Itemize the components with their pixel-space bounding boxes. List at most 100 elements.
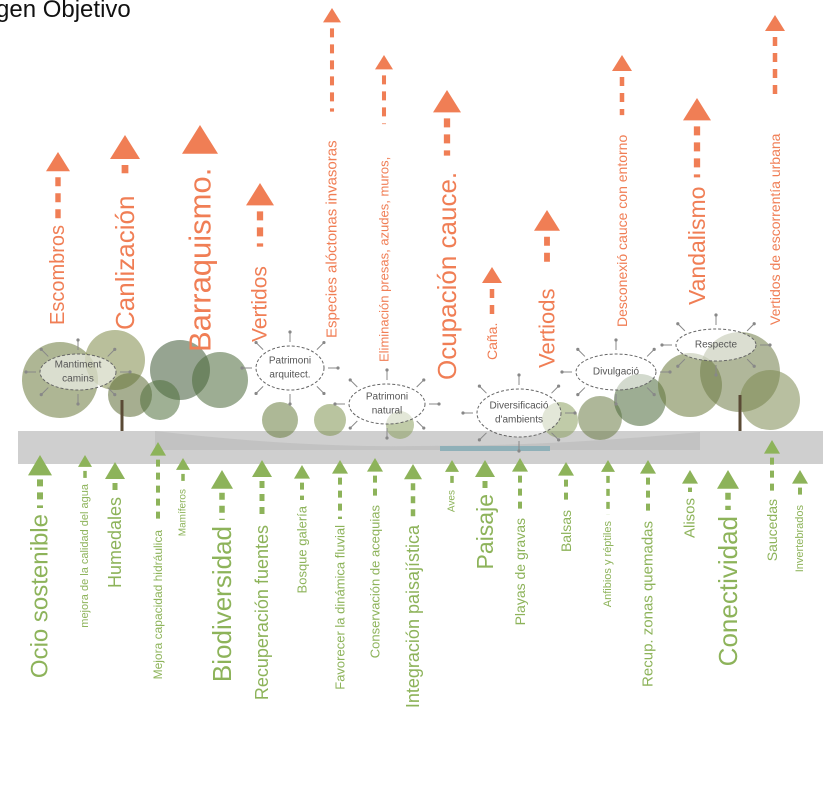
- threat-label: Vertidos: [249, 266, 272, 342]
- bubble-ray-tip: [39, 347, 43, 351]
- bubble-ray-tip: [660, 343, 664, 347]
- bubble-ray-tip: [322, 340, 326, 345]
- objective-arrowhead: [150, 442, 166, 456]
- bubble-ray-tip: [556, 384, 561, 388]
- objective-label: Recuperación fuentes: [252, 525, 272, 700]
- bubble-ray: [40, 349, 49, 357]
- bubble-label: natural: [372, 406, 403, 417]
- objective-label: Balsas: [558, 510, 574, 552]
- bubble-ray-tip: [254, 391, 258, 396]
- objective-item: Saucedas: [764, 440, 780, 561]
- threat-label: Escombros: [47, 225, 69, 325]
- bubble-ray: [349, 379, 358, 388]
- objective-label: Aves: [447, 490, 458, 512]
- threat-label: Vertiods: [535, 289, 560, 369]
- bubble-ray: [551, 385, 559, 394]
- bubble-ray-tip: [477, 438, 482, 442]
- bubble-ray-tip: [385, 368, 389, 372]
- bubble-ray: [677, 358, 686, 367]
- objective-label: mejora de la calidad del agua: [79, 483, 91, 628]
- objective-label: Invertebrados: [794, 505, 806, 573]
- bubble-outline: [575, 353, 657, 391]
- threat-label: Caña.: [484, 323, 500, 360]
- tree-canopy: [192, 352, 248, 408]
- objective-label: Mejora capacidad hidráulica: [151, 530, 165, 680]
- bubble-ray-tip: [556, 438, 561, 442]
- bubble-outline: [348, 383, 426, 425]
- bubble-ray-tip: [336, 366, 340, 370]
- objective-arrowhead: [367, 458, 383, 472]
- bubble-ray: [646, 349, 655, 357]
- objective-arrowhead: [252, 460, 272, 477]
- bubble-ray-tip: [322, 391, 326, 396]
- bubble-ray-tip: [76, 402, 80, 406]
- bubble-label: Mantiment: [55, 360, 102, 371]
- threat-arrowhead: [46, 152, 70, 172]
- threat-label: Vertidos de escorrentía urbana: [767, 133, 783, 325]
- threat-label: Vandalismo: [684, 187, 710, 305]
- threat-arrowhead: [482, 267, 502, 283]
- threat-label: Ocupación cauce.: [432, 172, 462, 380]
- bubble-ray-tip: [752, 322, 756, 326]
- bubble-ray-tip: [254, 340, 258, 345]
- bubble-ray: [577, 387, 586, 395]
- bubble-label: Divulgació: [593, 367, 640, 378]
- objective-arrowhead: [764, 440, 780, 454]
- threat-item: Caña.: [482, 267, 502, 360]
- bubble-ray-tip: [676, 364, 680, 368]
- bubble-ray-tip: [348, 426, 352, 430]
- bubble-label: camins: [62, 374, 94, 385]
- objective-label: Bosque galería: [295, 505, 310, 593]
- objective-label: Conectividad: [713, 516, 743, 666]
- threat-item: Escombros: [46, 152, 70, 325]
- objective-item: Paisaje: [472, 460, 498, 569]
- objective-label: Favorecer la dinámica fluvial: [333, 525, 348, 690]
- action-bubble: Respecte: [660, 313, 772, 377]
- objective-label: Conservación de acequias: [368, 505, 383, 659]
- objective-arrowhead: [294, 465, 310, 479]
- objective-item: Favorecer la dinámica fluvial: [332, 460, 348, 690]
- objective-arrowhead: [682, 470, 698, 484]
- objective-item: Playas de gravas: [512, 458, 528, 625]
- bubble-ray-tip: [614, 402, 618, 406]
- objective-label: Ocio sostenible: [27, 514, 54, 678]
- bubble-label: Patrimoni: [366, 392, 408, 403]
- objective-item: Invertebrados: [792, 470, 808, 572]
- threat-item: Vertidos de escorrentía urbana: [765, 15, 785, 325]
- objective-arrowhead: [105, 462, 125, 479]
- bubble-ray-tip: [348, 378, 352, 382]
- bubble-ray-tip: [422, 378, 426, 382]
- threat-label: Barraquismo.: [183, 168, 218, 352]
- bubble-ray: [255, 386, 264, 394]
- bubble-ray-tip: [128, 370, 132, 374]
- bubble-outline: [476, 388, 562, 438]
- bubble-ray-tip: [714, 373, 718, 377]
- threat-item: Barraquismo.: [182, 125, 218, 352]
- bubble-ray-tip: [752, 364, 756, 368]
- bubble-ray: [255, 342, 264, 350]
- objective-item: Recup. zonas quemadas: [640, 460, 657, 687]
- threat-arrowhead: [182, 125, 218, 154]
- objective-item: Conservación de acequias: [367, 458, 383, 658]
- bubble-ray-tip: [714, 313, 718, 317]
- objective-item: mejora de la calidad del agua: [78, 455, 92, 628]
- riverbed: [155, 431, 700, 450]
- threat-item: Vandalismo: [683, 98, 711, 305]
- bubble-label: Patrimoni: [269, 356, 311, 367]
- threat-arrowhead: [110, 135, 140, 159]
- objective-item: Integración paisajística: [403, 464, 423, 708]
- threat-item: Especies alóctonas invasoras: [323, 8, 341, 338]
- bubble-ray-tip: [652, 347, 656, 351]
- tree-canopy: [314, 404, 346, 436]
- objective-item: Biodiversidad: [207, 470, 237, 682]
- bubble-outline: [39, 353, 117, 391]
- bubble-ray-tip: [668, 370, 672, 374]
- bubble-ray: [746, 323, 755, 332]
- threat-arrowhead: [246, 183, 274, 206]
- bubble-ray-tip: [461, 411, 465, 415]
- objective-arrowhead: [404, 464, 422, 480]
- objective-item: Humedales: [105, 462, 125, 588]
